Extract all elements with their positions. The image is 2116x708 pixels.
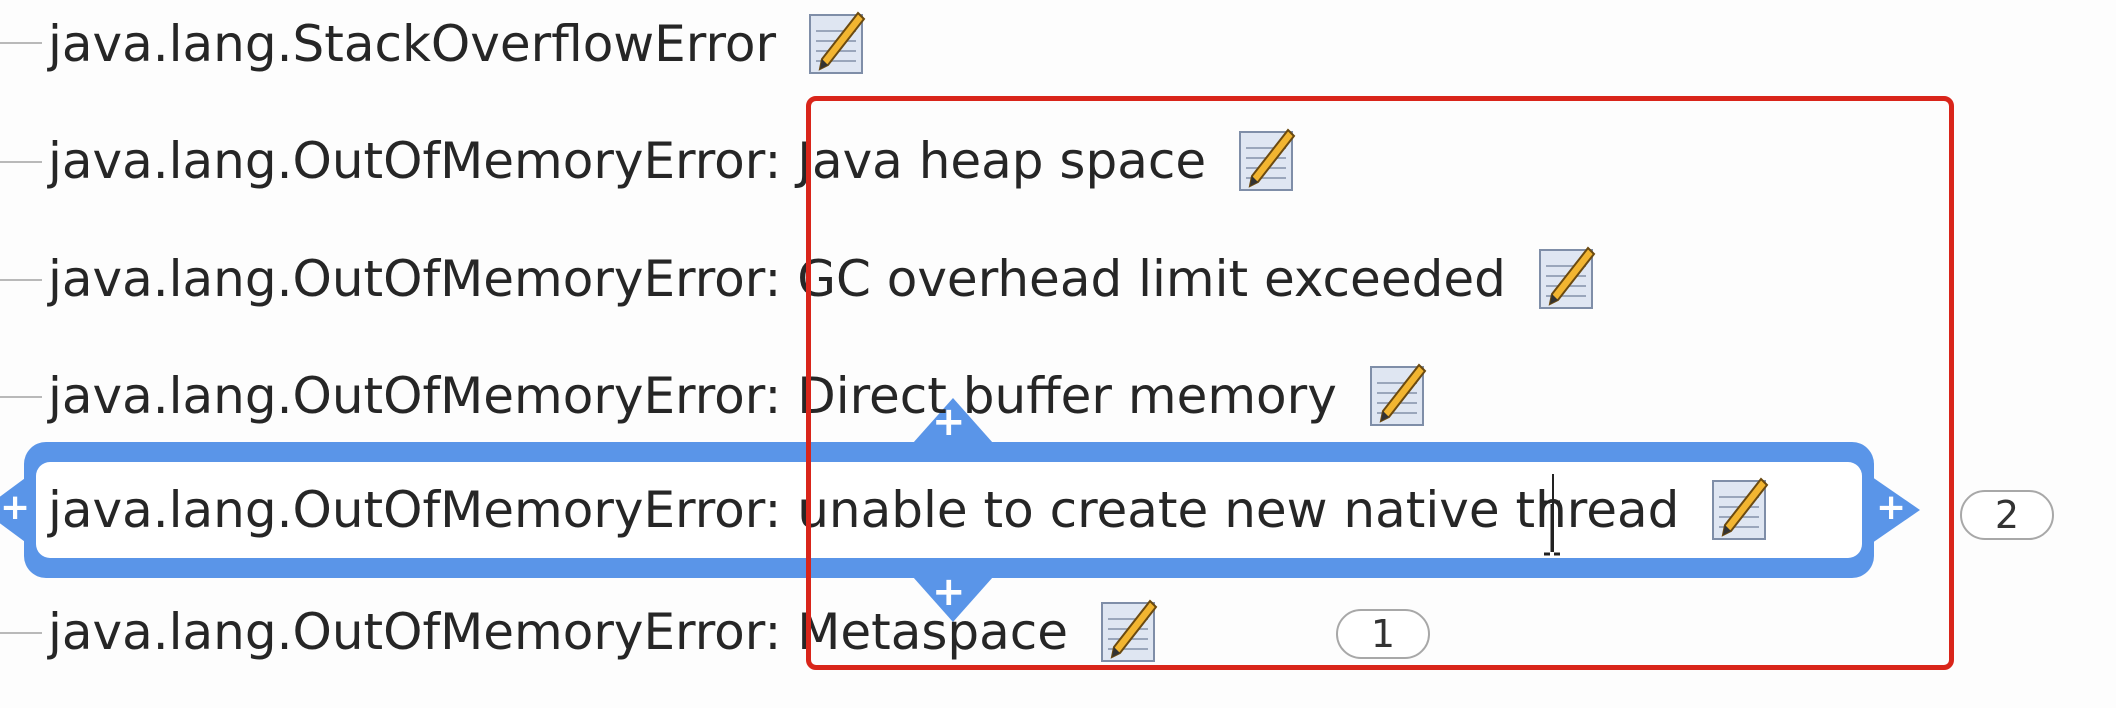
branch-connector [0, 42, 42, 44]
topic-direct-buffer[interactable]: java.lang.OutOfMemoryError: Direct buffe… [48, 356, 1427, 436]
plus-icon[interactable]: + [0, 487, 31, 528]
handle-shape-bottom [905, 568, 1001, 622]
note-pencil-icon[interactable] [808, 11, 866, 77]
note-pencil-icon[interactable] [1100, 599, 1158, 665]
topic-label[interactable]: java.lang.OutOfMemoryError: unable to cr… [48, 481, 1680, 539]
badge-count: 2 [1994, 493, 2020, 537]
topic-label[interactable]: java.lang.OutOfMemoryError: Java heap sp… [48, 132, 1207, 190]
topic-native-thread[interactable]: java.lang.OutOfMemoryError: unable to cr… [48, 470, 1769, 550]
note-pencil-icon[interactable] [1369, 363, 1427, 429]
handle-shape-top [905, 398, 1001, 452]
subtopic-count-badge[interactable]: 1 [1336, 609, 1430, 659]
add-subtopic-right-handle[interactable] [1862, 470, 1920, 550]
branch-connector [0, 632, 42, 634]
note-pencil-icon[interactable] [1238, 128, 1296, 194]
badge-count: 1 [1370, 612, 1396, 656]
branch-connector [0, 161, 42, 163]
note-pencil-icon[interactable] [1711, 477, 1769, 543]
add-topic-below-handle[interactable] [905, 568, 1001, 622]
topic-gc-overhead[interactable]: java.lang.OutOfMemoryError: GC overhead … [48, 239, 1596, 319]
plus-icon[interactable]: + [932, 569, 966, 615]
add-topic-left-handle[interactable] [0, 470, 36, 550]
selected-topic-background [36, 462, 1862, 558]
branch-connector [0, 279, 42, 281]
subtopic-count-badge[interactable]: 2 [1960, 490, 2054, 540]
plus-icon[interactable]: + [932, 399, 966, 445]
ibeam-cursor-icon [1544, 500, 1560, 556]
handle-shape-left [0, 470, 36, 550]
handle-shape-right [1862, 470, 1920, 550]
note-pencil-icon[interactable] [1538, 246, 1596, 312]
topic-metaspace[interactable]: java.lang.OutOfMemoryError: Metaspace [48, 592, 1158, 672]
topic-label[interactable]: java.lang.StackOverflowError [48, 15, 777, 73]
branch-connector [0, 396, 42, 398]
topic-stackoverflow[interactable]: java.lang.StackOverflowError [48, 4, 866, 84]
topic-label[interactable]: java.lang.OutOfMemoryError: Direct buffe… [48, 367, 1337, 425]
add-topic-above-handle[interactable] [905, 398, 1001, 452]
plus-icon[interactable]: + [1876, 487, 1907, 528]
topic-label[interactable]: java.lang.OutOfMemoryError: GC overhead … [48, 250, 1506, 308]
topic-label[interactable]: java.lang.OutOfMemoryError: Metaspace [48, 603, 1069, 661]
topic-java-heap-space[interactable]: java.lang.OutOfMemoryError: Java heap sp… [48, 121, 1296, 201]
